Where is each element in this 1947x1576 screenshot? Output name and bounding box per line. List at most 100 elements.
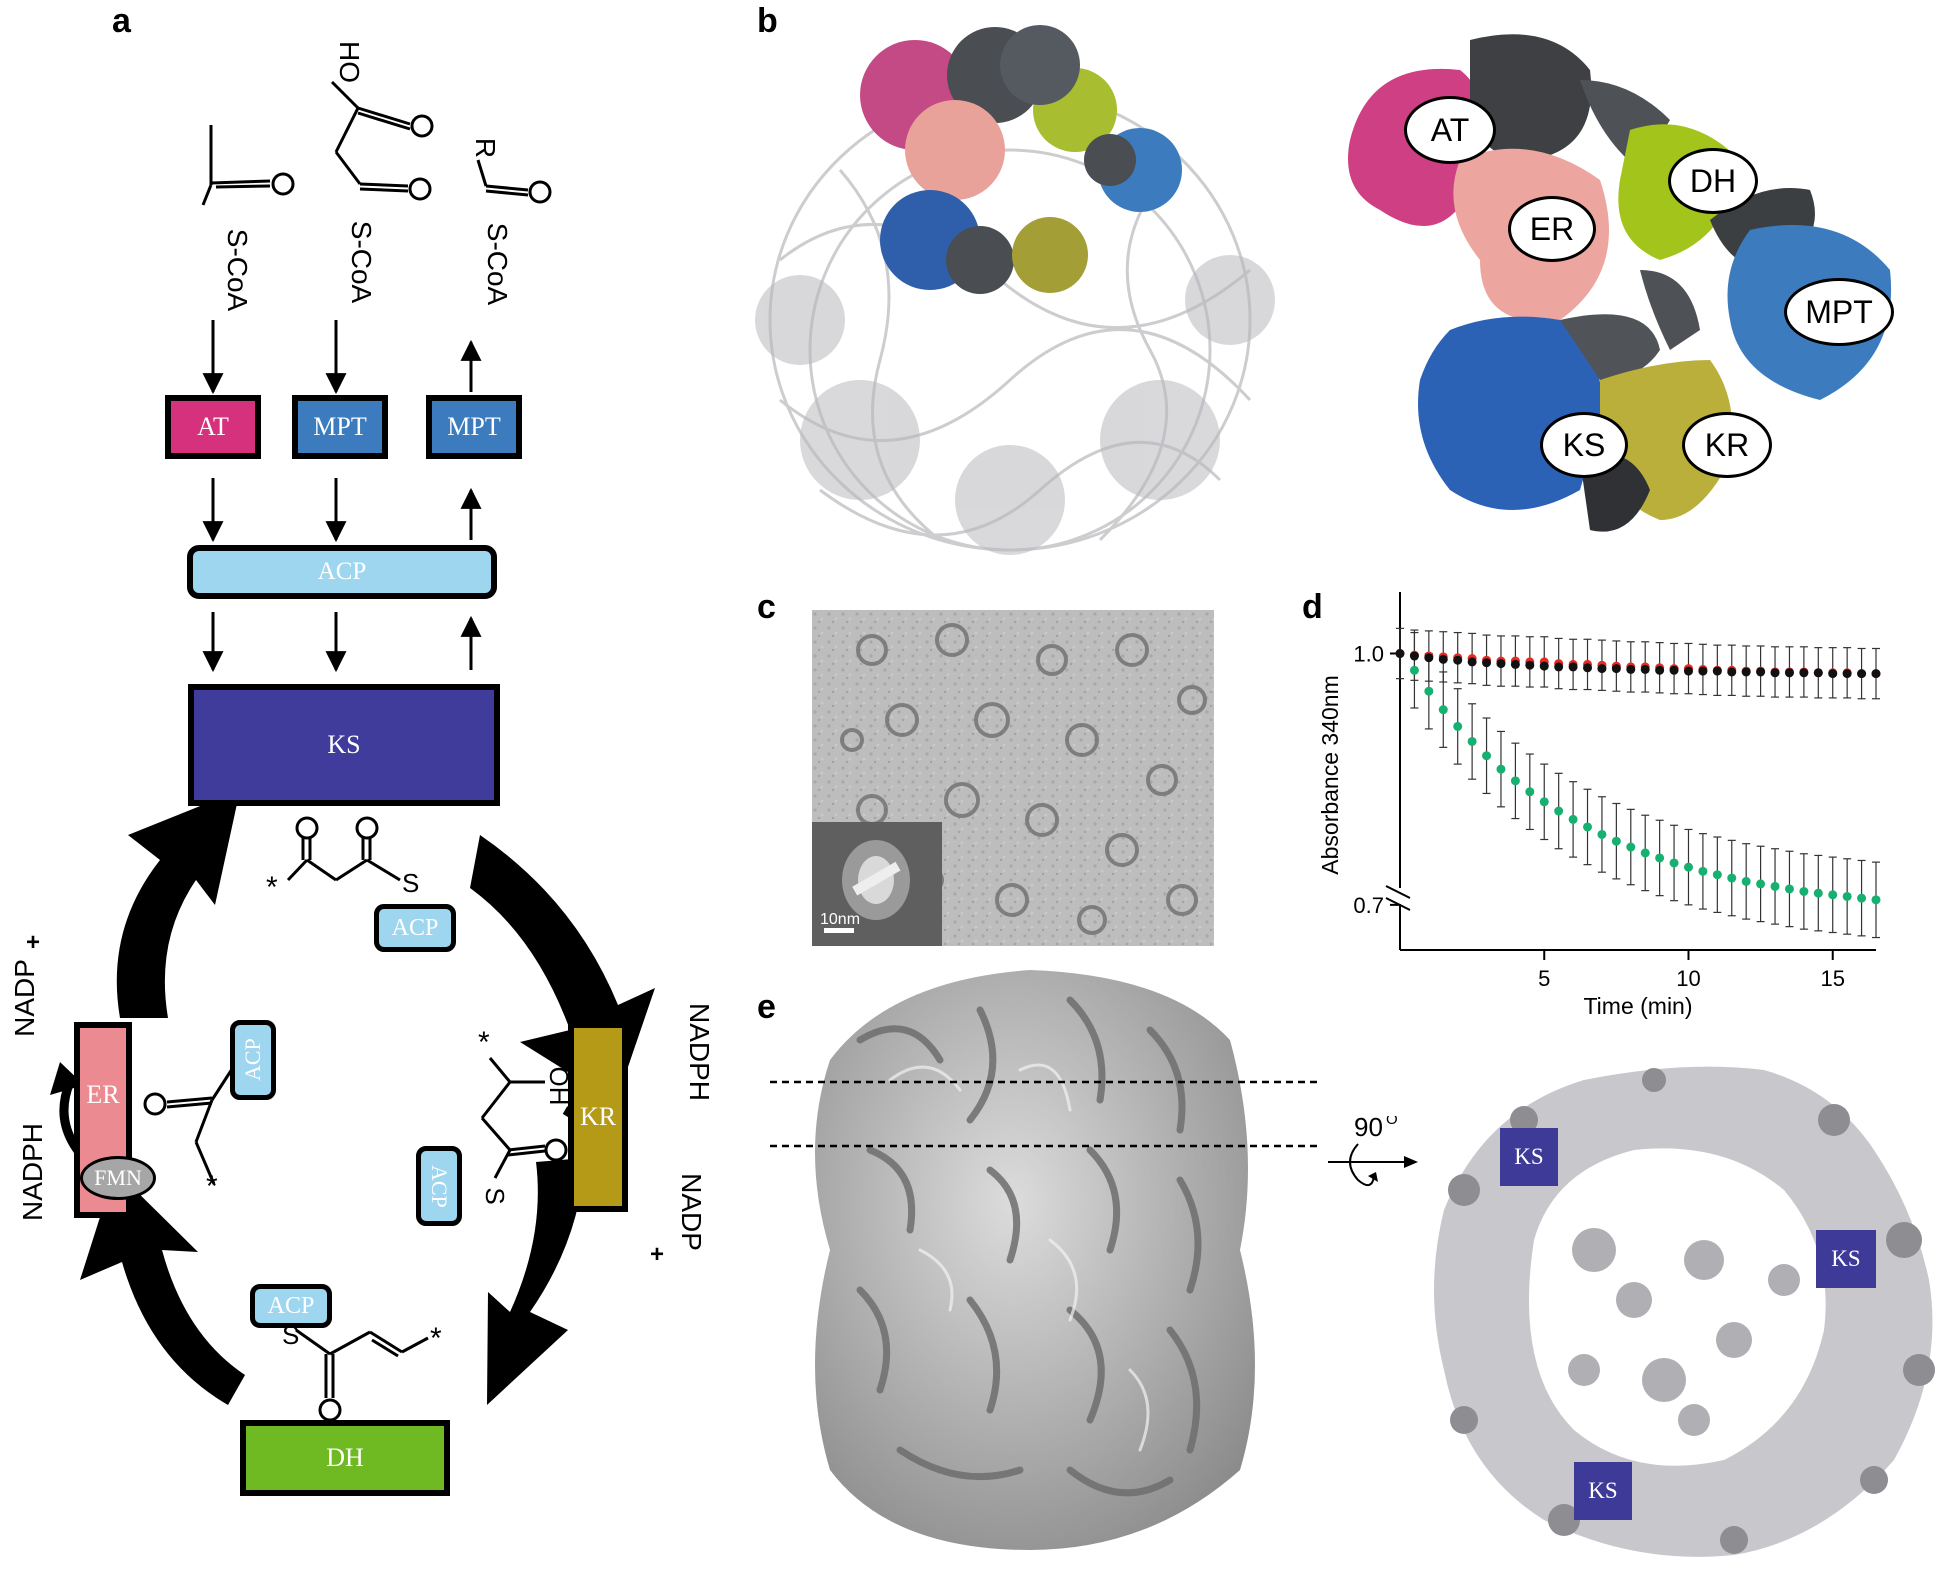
enoyl-structure bbox=[295, 1328, 429, 1422]
data-point bbox=[1813, 668, 1823, 678]
domain-label-er: ER bbox=[1508, 196, 1596, 262]
data-point bbox=[1496, 764, 1506, 774]
data-point bbox=[1799, 886, 1809, 896]
data-point bbox=[1842, 891, 1852, 901]
panel-label-d: d bbox=[1302, 588, 1323, 626]
data-point bbox=[1626, 842, 1636, 852]
data-point bbox=[1784, 668, 1794, 678]
data-point bbox=[1611, 836, 1621, 846]
data-point bbox=[1438, 654, 1448, 664]
kr-box: KR bbox=[568, 1022, 628, 1212]
data-point bbox=[1539, 661, 1549, 671]
x-tick-label: 10 bbox=[1676, 966, 1700, 991]
data-point bbox=[1784, 884, 1794, 894]
data-point bbox=[1799, 668, 1809, 678]
flow-arrows bbox=[202, 320, 482, 673]
domain-label-mpt: MPT bbox=[1784, 278, 1894, 346]
ks-box: KS bbox=[188, 684, 500, 806]
y-tick-label: 1.0 bbox=[1353, 642, 1384, 667]
panel-label-a: a bbox=[112, 2, 131, 40]
data-point bbox=[1525, 787, 1535, 797]
data-point bbox=[1655, 853, 1665, 863]
x-tick-label: 15 bbox=[1820, 966, 1844, 991]
data-point bbox=[1510, 659, 1520, 669]
data-point bbox=[1640, 664, 1650, 674]
y-axis-label: Absorbance 340nm bbox=[1317, 675, 1343, 874]
s-coa-label-2: S-CoA bbox=[346, 221, 377, 304]
density-cross-section bbox=[1434, 1066, 1935, 1557]
hydroxyl-label: HO bbox=[334, 41, 365, 83]
mpt-out-box: MPT bbox=[426, 395, 522, 459]
fas-structure-cartoon bbox=[755, 25, 1275, 555]
fmn-ellipse: FMN bbox=[80, 1156, 156, 1200]
rotation-indicator: 90 O bbox=[1328, 1116, 1418, 1187]
data-point bbox=[1871, 669, 1881, 679]
data-point bbox=[1712, 870, 1722, 880]
data-point bbox=[1597, 664, 1607, 674]
acp-small-kr: ACP bbox=[416, 1146, 462, 1226]
data-point bbox=[1756, 879, 1766, 889]
data-point bbox=[1409, 665, 1419, 675]
data-point bbox=[1554, 806, 1564, 816]
data-point bbox=[1655, 665, 1665, 675]
x-tick-label: 5 bbox=[1538, 966, 1550, 991]
data-point bbox=[1482, 658, 1492, 668]
hydroxyacyl-structure bbox=[480, 1057, 568, 1179]
panel-label-c: c bbox=[757, 588, 776, 626]
acetyl-coa-structure bbox=[201, 125, 295, 206]
mpt-in-box: MPT bbox=[292, 395, 388, 459]
data-point bbox=[1857, 669, 1867, 679]
panel-label-e: e bbox=[757, 988, 776, 1026]
data-point bbox=[1496, 659, 1506, 669]
data-point bbox=[1727, 873, 1737, 883]
cryo-em-micrograph: 10nm bbox=[812, 610, 1214, 946]
sulfur-label: S bbox=[480, 1187, 510, 1204]
data-point bbox=[1583, 663, 1593, 673]
data-point bbox=[1409, 651, 1419, 661]
enoyl-reduced-structure bbox=[143, 1065, 236, 1185]
acyl-coa-structure bbox=[476, 159, 552, 204]
data-point bbox=[1683, 862, 1693, 872]
data-point bbox=[1525, 660, 1535, 670]
data-point bbox=[1698, 666, 1708, 676]
er-nadp-label: NADP bbox=[9, 959, 40, 1037]
data-point bbox=[1770, 881, 1780, 891]
rotation-angle: 90 bbox=[1354, 1116, 1383, 1142]
ks-site-3: KS bbox=[1574, 1462, 1632, 1520]
data-point bbox=[1568, 814, 1578, 824]
acp-small-er: ACP bbox=[230, 1020, 276, 1100]
data-point bbox=[1424, 653, 1434, 663]
data-point bbox=[1554, 662, 1564, 672]
data-point bbox=[1568, 662, 1578, 672]
cryo-em-density-map bbox=[770, 970, 1322, 1550]
domain-label-at: AT bbox=[1404, 96, 1496, 164]
data-point bbox=[1669, 858, 1679, 868]
star-label: * bbox=[206, 1170, 218, 1203]
data-point bbox=[1828, 669, 1838, 679]
s-coa-label-3: S-CoA bbox=[482, 223, 513, 306]
data-point bbox=[1741, 876, 1751, 886]
data-point bbox=[1453, 655, 1463, 665]
data-point bbox=[1712, 666, 1722, 676]
ks-site-2: KS bbox=[1816, 1230, 1876, 1288]
data-point bbox=[1727, 667, 1737, 677]
data-point bbox=[1756, 667, 1766, 677]
data-point bbox=[1640, 848, 1650, 858]
kr-nadp-label: NADP bbox=[676, 1173, 707, 1251]
er-plus-sign: + bbox=[26, 929, 40, 956]
kr-nadph-label: NADPH bbox=[684, 1003, 715, 1101]
data-point bbox=[1842, 669, 1852, 679]
domain-label-dh: DH bbox=[1668, 148, 1758, 214]
data-point bbox=[1510, 776, 1520, 786]
ks-site-1: KS bbox=[1500, 1128, 1558, 1186]
malonyl-coa-structure bbox=[330, 80, 434, 201]
star-label: * bbox=[266, 871, 278, 904]
domain-label-ks: KS bbox=[1540, 412, 1628, 478]
kr-plus-sign: + bbox=[650, 1241, 664, 1268]
cofactor-arrows bbox=[59, 1080, 601, 1174]
data-point bbox=[1683, 666, 1693, 676]
degree-symbol: O bbox=[1386, 1116, 1398, 1128]
y-tick-label: 0.7 bbox=[1353, 893, 1384, 918]
domain-label-kr: KR bbox=[1682, 412, 1772, 478]
